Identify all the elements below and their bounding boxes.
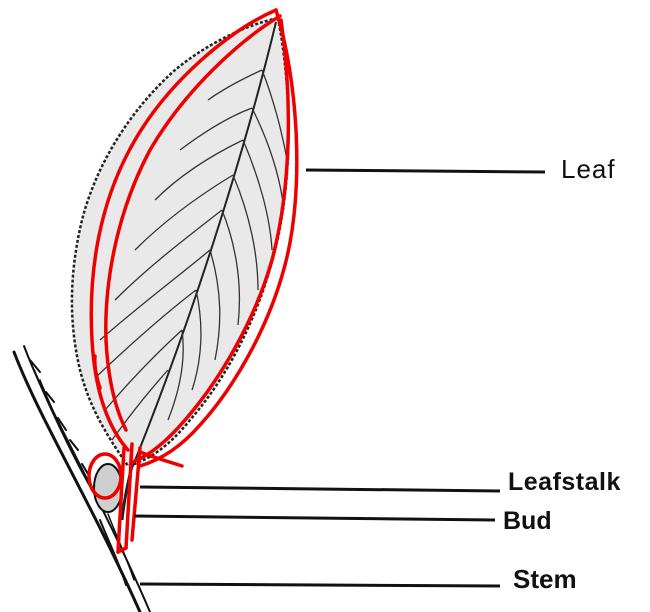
stem-leader-line [140,584,500,586]
leafstalk-label: Leafstalk [508,470,621,495]
bud-leader-line [134,516,495,520]
bud-label: Bud [503,509,552,534]
stem-label: Stem [513,566,577,592]
leaf-leader-line [306,170,545,172]
leafstalk-leader-line [140,487,500,491]
leaf-label: Leaf [561,156,616,182]
